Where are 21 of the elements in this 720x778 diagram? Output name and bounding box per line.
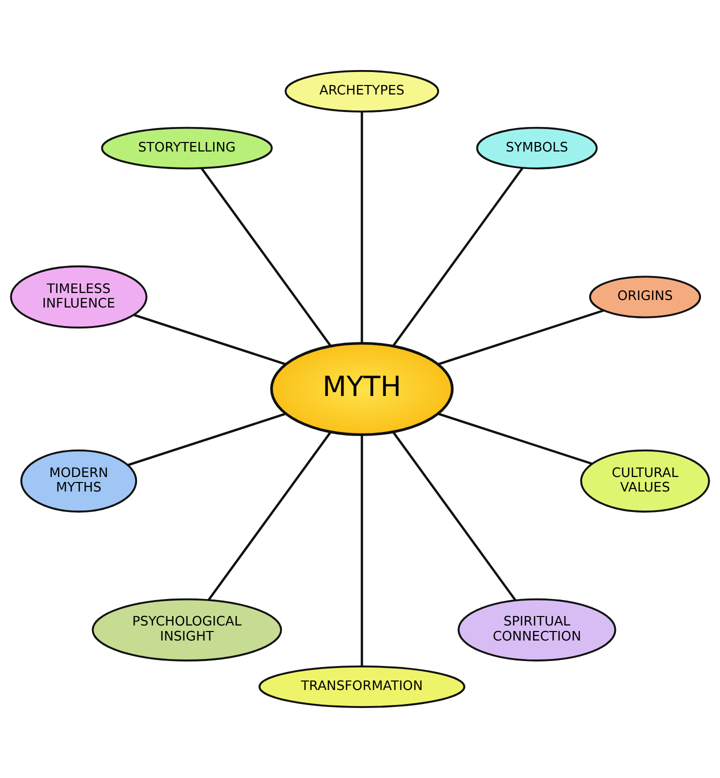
connector [127, 412, 286, 466]
node-ellipse: MYTH [270, 342, 454, 436]
connector [208, 431, 332, 601]
node-ellipse: MODERN MYTHS [20, 449, 138, 513]
connector [438, 309, 604, 366]
connector [360, 112, 364, 344]
connector [133, 314, 286, 366]
node-ellipse: TRANSFORMATION [258, 666, 466, 708]
connector [360, 434, 364, 666]
connector [438, 412, 593, 465]
node-ellipse: ARCHETYPES [284, 70, 440, 113]
node-ellipse: SYMBOLS [476, 126, 598, 170]
node-ellipse: SPIRITUAL CONNECTION [458, 598, 616, 662]
node-ellipse: ORIGINS [589, 276, 702, 318]
connector [392, 167, 524, 347]
node-ellipse: CULTURAL VALUES [580, 449, 710, 513]
connector [200, 167, 332, 347]
connector [392, 431, 516, 602]
node-ellipse: PSYCHOLOGICAL INSIGHT [92, 598, 282, 662]
node-ellipse: STORYTELLING [101, 126, 273, 170]
node-ellipse: TIMELESS INFLUENCE [10, 265, 148, 329]
